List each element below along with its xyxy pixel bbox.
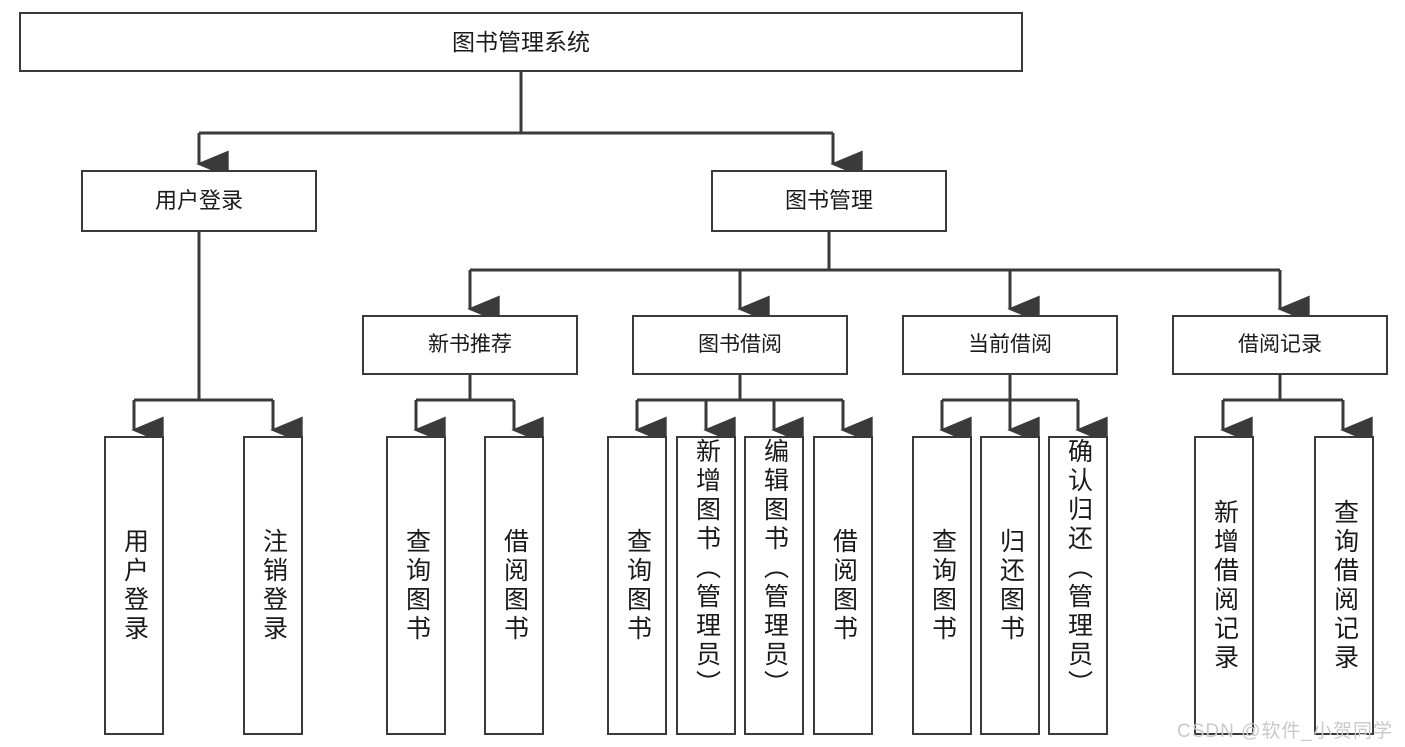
node-new-book-recommend[interactable]: 新书推荐 <box>362 315 578 375</box>
node-current-borrow[interactable]: 当前借阅 <box>902 315 1118 375</box>
node-label: 查询借阅记录 <box>1330 498 1359 673</box>
node-label: 查询图书 <box>623 527 652 644</box>
node-label: 新增图书（管理员） <box>692 438 721 699</box>
leaf-user-login-login[interactable]: 用户登录 <box>104 436 164 735</box>
node-label: 新增借阅记录 <box>1210 498 1239 673</box>
leaf-borrow-borrow-book[interactable]: 借阅图书 <box>813 436 873 735</box>
leaf-borrow-add-book-admin[interactable]: 新增图书（管理员） <box>676 436 736 735</box>
node-label: 用户登录 <box>120 527 149 644</box>
leaf-current-query-book[interactable]: 查询图书 <box>912 436 972 735</box>
node-label: 图书管理 <box>784 188 873 214</box>
node-label: 借阅记录 <box>1238 332 1322 356</box>
node-user-login[interactable]: 用户登录 <box>81 170 317 232</box>
node-label: 查询图书 <box>928 527 957 644</box>
leaf-recommend-query-book[interactable]: 查询图书 <box>386 436 446 735</box>
node-book-borrow[interactable]: 图书借阅 <box>632 315 848 375</box>
leaf-current-return-book[interactable]: 归还图书 <box>980 436 1040 735</box>
node-label: 借阅图书 <box>829 527 858 644</box>
node-label: 归还图书 <box>996 527 1025 644</box>
leaf-record-query-record[interactable]: 查询借阅记录 <box>1314 436 1374 735</box>
node-label: 注销登录 <box>259 527 288 644</box>
node-label: 查询图书 <box>402 527 431 644</box>
node-label: 编辑图书（管理员） <box>760 438 789 699</box>
node-label: 新书推荐 <box>428 332 512 356</box>
node-label: 确认归还（管理员） <box>1064 438 1093 699</box>
node-book-management[interactable]: 图书管理 <box>711 170 947 232</box>
node-label: 借阅图书 <box>500 527 529 644</box>
leaf-borrow-query-book[interactable]: 查询图书 <box>607 436 667 735</box>
csdn-watermark: CSDN @软件_小贺同学 <box>1177 721 1393 742</box>
leaf-borrow-edit-book-admin[interactable]: 编辑图书（管理员） <box>744 436 804 735</box>
leaf-current-confirm-return-admin[interactable]: 确认归还（管理员） <box>1048 436 1108 735</box>
leaf-record-add-record[interactable]: 新增借阅记录 <box>1194 436 1254 735</box>
node-borrow-record[interactable]: 借阅记录 <box>1172 315 1388 375</box>
node-label: 当前借阅 <box>968 332 1052 356</box>
leaf-user-login-logout[interactable]: 注销登录 <box>243 436 303 735</box>
node-label: 图书管理系统 <box>452 28 590 55</box>
leaf-recommend-borrow-book[interactable]: 借阅图书 <box>484 436 544 735</box>
node-label: 图书借阅 <box>698 332 782 356</box>
node-root-system[interactable]: 图书管理系统 <box>19 12 1023 72</box>
node-label: 用户登录 <box>154 188 243 214</box>
